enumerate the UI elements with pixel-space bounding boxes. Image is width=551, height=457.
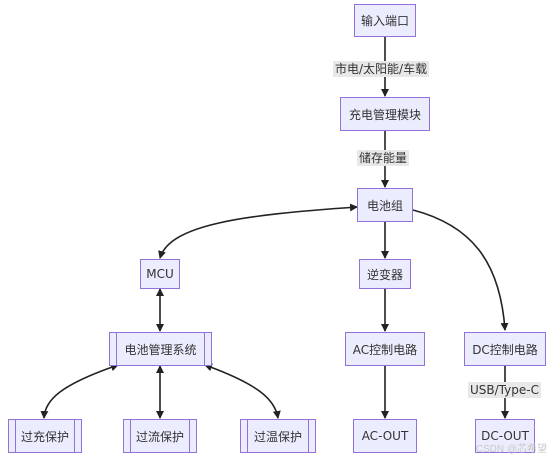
- node-ac-out: AC-OUT: [353, 419, 417, 453]
- edge-bms-overcharge: [40, 363, 119, 419]
- node-overcurrent: 过流保护: [123, 419, 197, 453]
- node-dc-control: DC控制电路: [464, 332, 546, 366]
- edge-label-store-energy: 储存能量: [357, 150, 410, 166]
- edge-label-input-sources: 市电/太阳能/车载: [333, 61, 430, 77]
- node-ac-control: AC控制电路: [345, 332, 425, 366]
- edge-battery-to-dc: [412, 209, 509, 331]
- node-inverter: 逆变器: [359, 259, 411, 289]
- watermark: CSDN @芯希望: [475, 444, 547, 455]
- node-overcharge: 过充保护: [8, 419, 82, 453]
- edge-bms-overtemp: [204, 363, 281, 419]
- node-dc-out: DC-OUT: [475, 419, 535, 453]
- node-input-port: 输入端口: [354, 4, 416, 37]
- node-bms: 电池管理系统: [109, 332, 212, 366]
- node-battery-pack: 电池组: [357, 188, 413, 222]
- node-overtemp: 过温保护: [240, 419, 316, 453]
- edge-battery-mcu: [158, 203, 358, 259]
- node-mcu: MCU: [140, 259, 180, 289]
- edge-label-usb-typec: USB/Type-C: [468, 382, 541, 398]
- node-charge-module: 充电管理模块: [340, 97, 430, 131]
